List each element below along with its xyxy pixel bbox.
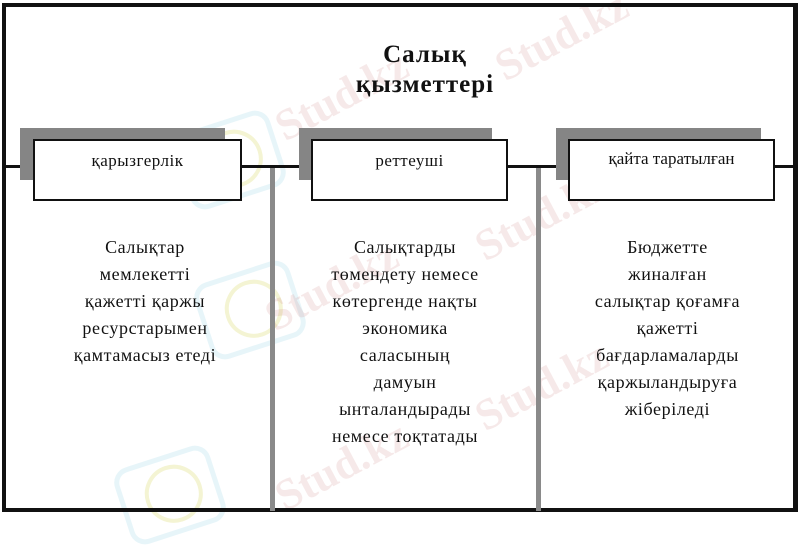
description-line: ресурстарымен (82, 318, 208, 338)
description-line: салықтар қоғамға (594, 291, 741, 311)
description-line: Салықтар (105, 237, 185, 257)
watermark-logo-icon (110, 441, 230, 549)
description-line: Салықтарды (353, 237, 457, 257)
branch-box-redistributive: қайта таратылған (568, 139, 775, 201)
description-line: дамуын (373, 372, 437, 392)
branch-label: қайта таратылған (608, 149, 735, 168)
description-line: көтергенде нақты (332, 291, 478, 311)
description-line: бағдарламаларды (596, 345, 739, 365)
branch-label: қарызгерлік (91, 151, 184, 170)
diagram-canvas: Stud.kz Stud.kz Stud.kz Stud.kz Stud.kz … (0, 0, 800, 514)
frame-right-border (793, 3, 798, 511)
description-line: төмендету немесе (331, 264, 479, 284)
branch-box-regulatory: реттеуші (311, 139, 508, 201)
branch-description-redistributive: Бюджетте жиналған салықтар қоғамға қажет… (545, 234, 790, 423)
description-line: қажетті қаржы (84, 291, 206, 311)
column-divider (270, 168, 275, 511)
title-line-2: қызметтері (355, 71, 495, 98)
column-divider (536, 168, 541, 511)
description-line: жиналған (628, 264, 707, 284)
diagram-title: Салық қызметтері (300, 40, 550, 100)
description-line: экономика (362, 318, 448, 338)
description-line: қажетті (636, 318, 699, 338)
frame-bottom-border (2, 508, 798, 512)
branch-description-regulatory: Салықтарды төмендету немесе көтергенде н… (280, 234, 530, 450)
description-line: немесе тоқтатады (331, 426, 479, 446)
description-line: қаржыландыруға (597, 372, 738, 392)
title-line-1: Салық (383, 41, 467, 68)
description-line: саласының (359, 345, 451, 365)
frame-left-border (2, 3, 6, 511)
description-line: қамтамасыз етеді (73, 345, 217, 365)
description-line: мемлекетті (99, 264, 191, 284)
description-line: жіберіледі (624, 399, 711, 419)
branch-description-debt: Салықтар мемлекетті қажетті қаржы ресурс… (20, 234, 270, 369)
branch-label: реттеуші (375, 151, 444, 170)
branch-box-debt: қарызгерлік (33, 139, 242, 201)
description-line: ынталандырады (339, 399, 471, 419)
frame-top-border (2, 3, 798, 7)
description-line: Бюджетте (627, 237, 708, 257)
